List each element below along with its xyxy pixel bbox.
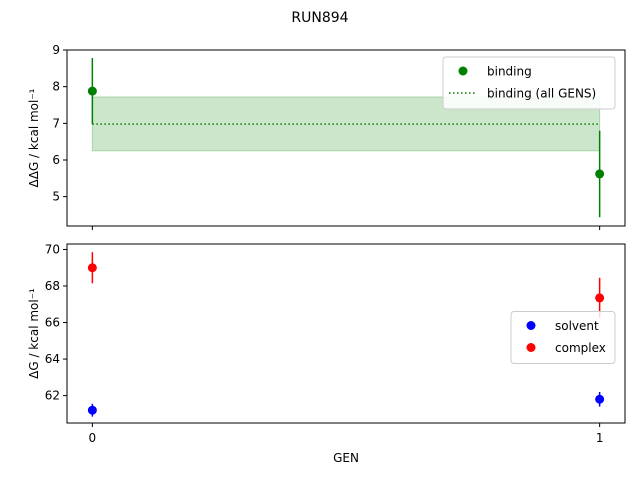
x-tick-label: 0 <box>89 431 97 445</box>
legend-box <box>442 56 616 110</box>
legend-label-binding-all-gens: binding (all GENS) <box>487 87 596 101</box>
figure-title: RUN894 <box>291 10 348 26</box>
legend-marker-binding <box>458 66 468 76</box>
y-tick-label: 7 <box>52 116 60 130</box>
bottom-axes: 62 64 66 68 70 0 1 ΔG / kcal mol⁻¹ GEN solvent com… <box>27 242 626 465</box>
data-point-solvent <box>87 405 97 415</box>
legend-label-solvent: solvent <box>555 319 599 333</box>
legend-label-binding: binding <box>487 65 532 79</box>
y-tick-label: 8 <box>52 80 60 94</box>
data-point-binding <box>87 86 97 96</box>
y-tick-label: 70 <box>45 242 60 256</box>
legend-label-complex: complex <box>555 341 606 355</box>
y-tick-label: 6 <box>52 153 60 167</box>
legend-marker-solvent <box>526 321 536 330</box>
y-tick-label: 64 <box>45 352 60 366</box>
axes-frame <box>66 49 626 227</box>
axes-frame <box>66 243 626 424</box>
y-tick-label: 62 <box>45 389 60 403</box>
data-point-complex <box>87 263 97 273</box>
x-axis-label: GEN <box>333 451 359 465</box>
data-point-solvent <box>595 394 605 404</box>
y-axis-label: ΔG / kcal mol⁻¹ <box>27 288 41 379</box>
y-tick-label: 68 <box>45 279 60 293</box>
y-axis-label: ΔΔG / kcal mol⁻¹ <box>27 88 41 187</box>
data-point-complex <box>595 293 605 303</box>
legend-box <box>510 311 616 364</box>
y-tick-label: 9 <box>52 43 60 57</box>
x-tick-label: 1 <box>596 431 604 445</box>
y-tick-label: 66 <box>45 316 60 330</box>
legend: solvent complex <box>510 311 616 364</box>
legend-marker-complex <box>526 343 536 352</box>
data-point-binding <box>595 169 605 179</box>
legend: binding binding (all GENS) <box>442 56 616 110</box>
y-tick-label: 5 <box>52 190 60 204</box>
